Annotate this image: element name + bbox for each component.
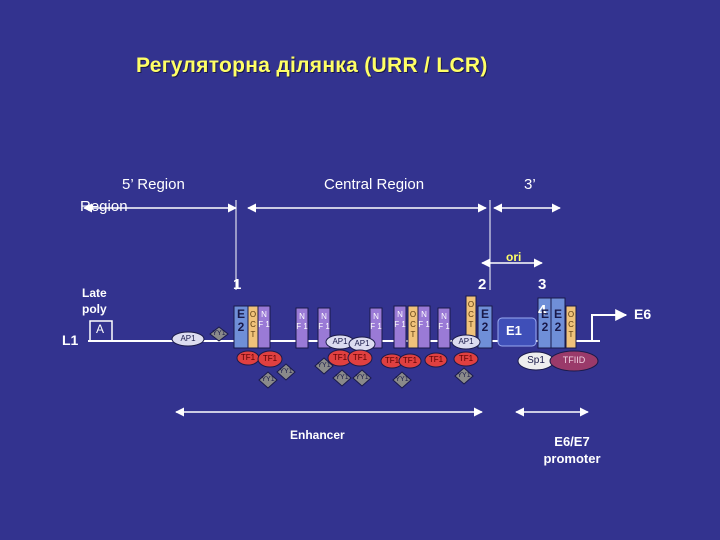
nf1-site-3-text: N F 1 — [318, 312, 330, 331]
e2-site-2-number: 2 — [478, 276, 487, 293]
tf1-site-7 — [424, 352, 448, 368]
ap1-site-4 — [451, 334, 481, 350]
tf1-sites — [236, 349, 479, 369]
l1-label: L1 — [62, 332, 79, 348]
late-poly-label-2: poly — [82, 302, 107, 316]
e2-site-2 — [477, 305, 493, 349]
enhancer-label: Enhancer — [290, 428, 345, 442]
tf1-site-7-text: TF1 — [428, 355, 444, 364]
promoter-label-1: E6/E7 — [554, 434, 590, 449]
region-5prime-label: 5’ Region — [122, 176, 185, 193]
tfiid-label: TFIID — [562, 355, 586, 365]
tf1-site-2 — [257, 350, 283, 368]
polya-bracket — [89, 320, 113, 341]
e2-site-4 — [550, 297, 566, 349]
nf1-site-6 — [417, 305, 431, 349]
yy1-site-1 — [209, 326, 229, 342]
yy1-site-7-text: YY1 — [395, 376, 409, 383]
yy1-sites — [209, 326, 474, 389]
late-poly-a-label: A — [96, 322, 105, 336]
nf1-site-7 — [437, 307, 451, 349]
tf1-site-3-text: TF1 — [332, 353, 348, 362]
nf1-site-4-text: N F 1 — [370, 312, 382, 331]
tf1-site-4 — [347, 349, 373, 367]
ori-label: ori — [506, 250, 522, 264]
e6-label: E6 — [634, 306, 652, 322]
yy1-site-8 — [454, 367, 474, 385]
late-poly-label: Late — [82, 286, 107, 300]
nf1-site-1-text: N F 1 — [258, 310, 270, 329]
tf1-site-6-text: TF1 — [402, 356, 418, 365]
e6-start-arrow — [591, 309, 628, 341]
yy1-site-6-text: YY1 — [355, 374, 369, 381]
yy1-site-3-text: YY1 — [279, 368, 293, 375]
tf1-site-8-text: TF1 — [458, 354, 474, 363]
yy1-site-5 — [332, 369, 352, 387]
e1-label: E1 — [506, 323, 522, 338]
yy1-site-8-text: YY1 — [457, 372, 471, 379]
nf1-site-4 — [369, 307, 383, 349]
region-3prime-label: 3’ — [524, 176, 536, 193]
page-title: Регуляторна ділянка (URR / LCR) — [136, 54, 488, 77]
oct-site-2-text: O C T — [409, 310, 417, 339]
yy1-site-4-text: YY1 — [317, 362, 331, 369]
nf1-site-6-text: N F 1 — [418, 310, 430, 329]
tf1-site-5-text: TF1 — [384, 356, 400, 365]
nf1-site-1 — [257, 305, 271, 349]
yy1-site-5-text: YY1 — [335, 374, 349, 381]
yy1-site-3 — [276, 363, 296, 381]
ap1-site-1 — [171, 331, 205, 347]
tf1-site-6 — [398, 353, 422, 369]
tf1-site-8 — [453, 351, 479, 367]
nf1-site-2 — [295, 307, 309, 349]
yy1-site-2-text: YY1 — [261, 376, 275, 383]
oct-site-4-text: O C T — [567, 310, 575, 339]
nf1-site-5 — [393, 305, 407, 349]
e2-site-4-text: E 2 — [553, 307, 562, 334]
tfiid-site — [549, 350, 599, 372]
yy1-site-7 — [392, 371, 412, 389]
oct-site-1-text: O C T — [249, 310, 257, 339]
oct-site-3-text: O C T — [467, 300, 475, 329]
tf1-site-1-text: TF1 — [240, 353, 256, 362]
tf1-site-2-text: TF1 — [262, 354, 278, 363]
nf1-site-2-text: N F 1 — [296, 312, 308, 331]
e1-box — [497, 317, 537, 347]
e2-site-1-text: E 2 — [236, 307, 245, 334]
e2-site-2-text: E 2 — [480, 307, 489, 334]
yy1-site-4 — [314, 357, 334, 375]
yy1-site-2 — [258, 371, 278, 389]
ap1-site-2-text: AP1 — [332, 337, 348, 346]
nf1-site-3 — [317, 307, 331, 349]
e2-site-1-number: 1 — [233, 276, 242, 293]
yy1-site-1-text: YY1 — [212, 330, 226, 337]
promoter-label-2: promoter — [543, 451, 601, 466]
tf1-site-4-text: TF1 — [352, 353, 368, 362]
oct-site-4 — [565, 305, 577, 349]
yy1-site-6 — [352, 369, 372, 387]
region-central-label: Central Region — [324, 176, 425, 193]
ap1-site-4-text: AP1 — [458, 337, 474, 346]
e2-site-3-text: E 2 — [540, 307, 549, 334]
e2-site-4-number: 4 — [538, 302, 547, 319]
sp1-label: Sp1 — [527, 355, 545, 366]
nf1-site-7-text: N F 1 — [438, 312, 450, 331]
e2-site-3-number: 3 — [538, 276, 547, 293]
nf1-site-5-text: N F 1 — [394, 310, 406, 329]
ap1-site-3-text: AP1 — [354, 339, 370, 348]
ap1-site-1-text: AP1 — [180, 334, 196, 343]
